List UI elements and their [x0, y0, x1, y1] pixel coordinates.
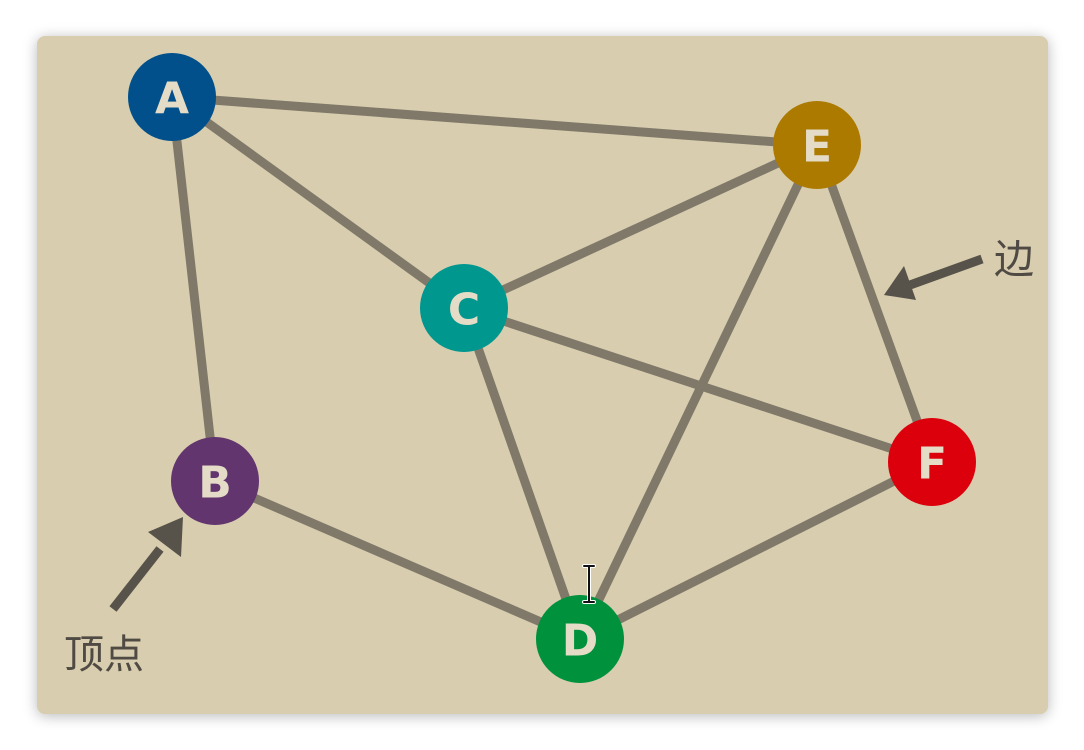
node-A: A	[128, 53, 216, 141]
vertex-callout-label: 顶点	[64, 632, 144, 678]
node-C-label: C	[448, 285, 480, 336]
node-B-label: B	[198, 458, 232, 509]
edge-E-F	[812, 140, 937, 467]
edge-B-D	[210, 476, 585, 644]
node-E-circle	[773, 101, 861, 189]
node-A-label: A	[155, 74, 189, 125]
edge-F-D	[575, 457, 937, 644]
edge-callout-label: 边	[994, 237, 1034, 283]
vertex-arrow-shaft	[109, 546, 164, 612]
vertex-arrow-head	[148, 517, 183, 557]
node-F-circle	[888, 418, 976, 506]
node-F-label: F	[917, 439, 947, 490]
vertex-callout-arrow	[109, 517, 183, 612]
edge-arrow-head	[884, 266, 916, 300]
i-beam-cursor-icon	[582, 564, 596, 604]
node-E-label: E	[802, 122, 832, 173]
node-F: F	[888, 418, 976, 506]
node-D-circle	[536, 595, 624, 683]
edges	[167, 92, 937, 644]
edge-callout-arrow	[884, 254, 984, 300]
edge-E-C	[459, 140, 822, 313]
node-C: C	[420, 264, 508, 352]
node-C-circle	[420, 264, 508, 352]
edge-A-C	[167, 92, 469, 313]
node-B: B	[171, 437, 259, 525]
edge-A-B	[167, 92, 220, 486]
edge-C-F	[459, 303, 937, 467]
edge-A-E	[167, 92, 822, 150]
edge-E-D	[575, 140, 822, 644]
node-D-label: D	[562, 616, 599, 667]
node-D: D	[536, 595, 624, 683]
node-A-circle	[128, 53, 216, 141]
edge-C-D	[459, 303, 585, 644]
node-B-circle	[171, 437, 259, 525]
node-E: E	[773, 101, 861, 189]
edge-arrow-shaft	[908, 254, 984, 290]
